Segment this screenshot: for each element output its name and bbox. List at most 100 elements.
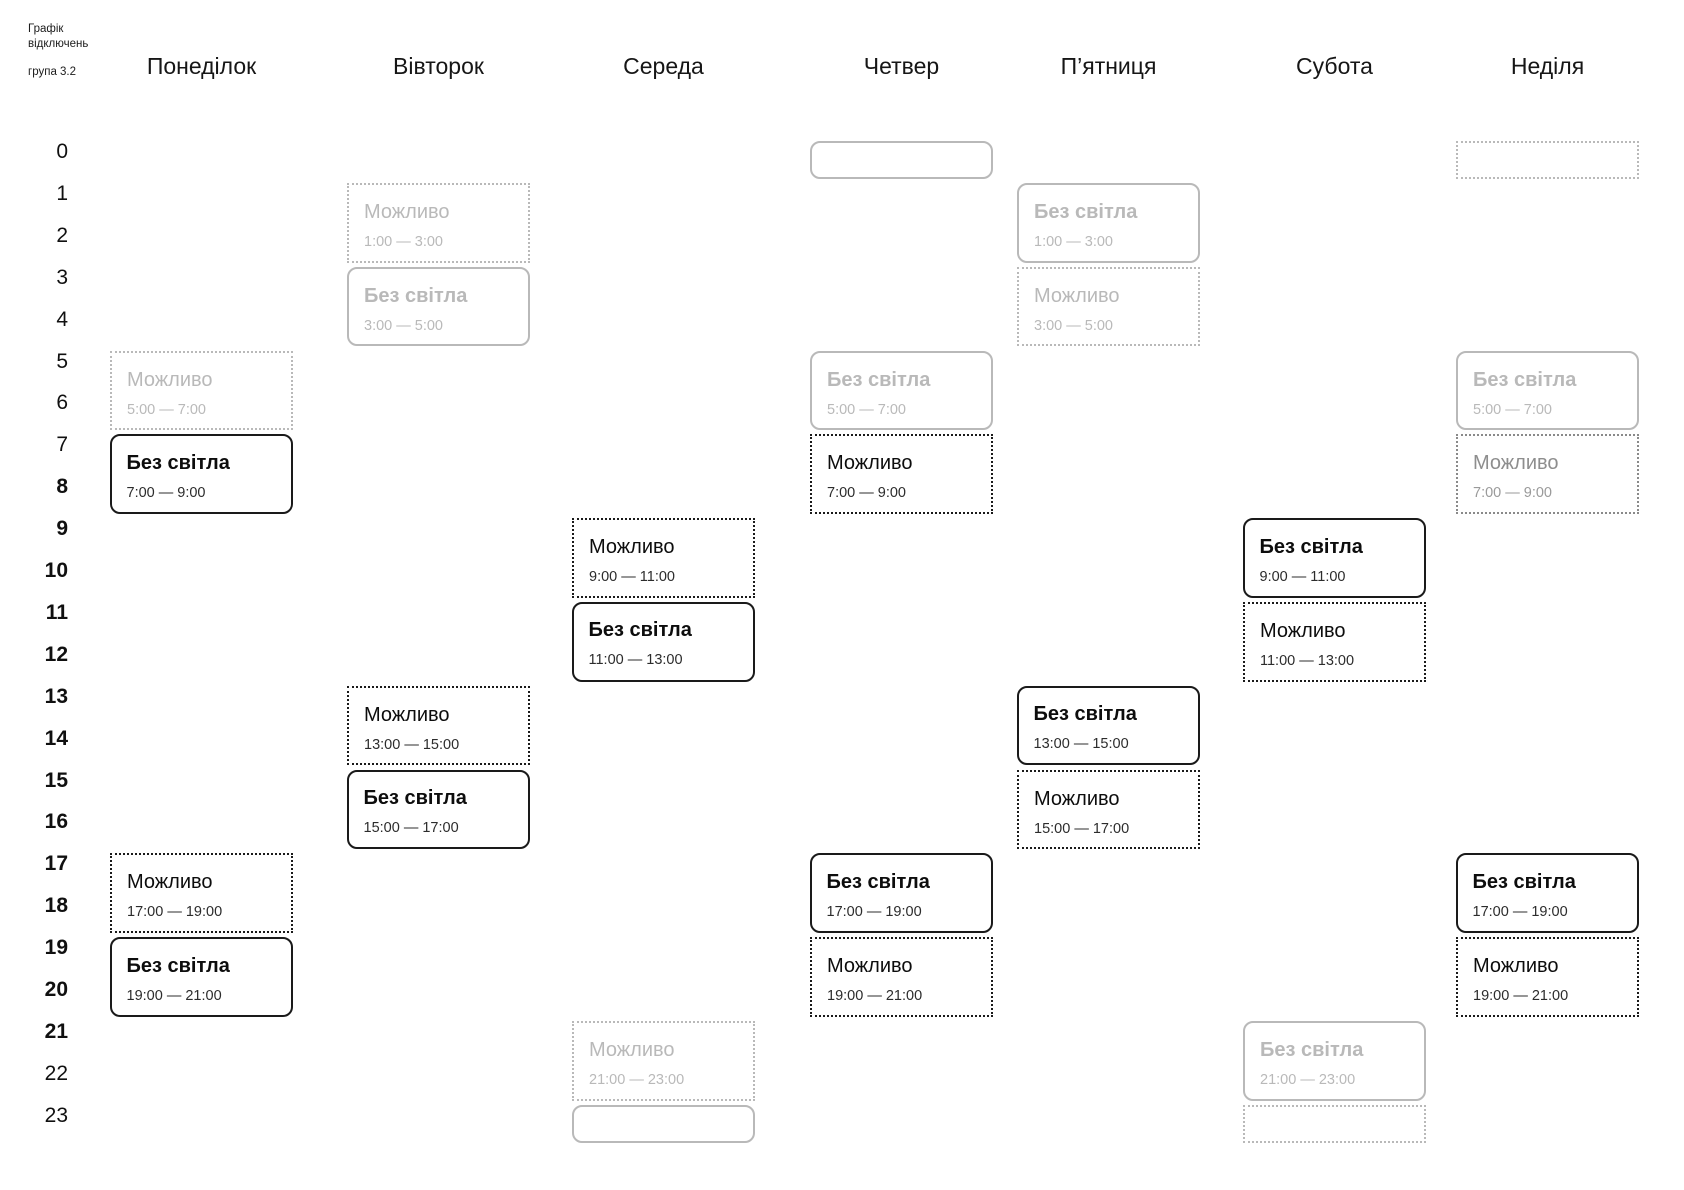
schedule-title-block: Графік відключень група 3.2: [28, 22, 108, 78]
day-header-1: Вівторок: [393, 53, 484, 79]
hour-label-9: 9: [56, 517, 68, 541]
event-label: Можливо: [827, 452, 913, 475]
schedule-title: Графік відключень: [28, 23, 89, 50]
event-label: Без світла: [1033, 703, 1137, 726]
outage-block: Без світла 9:00 — 11:00: [1243, 518, 1426, 598]
possible-block: Можливо 13:00 — 15:00: [347, 685, 530, 766]
event-label: Без світла: [1472, 870, 1576, 893]
event-time: 17:00 — 19:00: [826, 903, 922, 920]
event-time: 21:00 — 23:00: [1260, 1071, 1356, 1088]
event-label: Без світла: [126, 954, 230, 977]
event-label: Без світла: [826, 870, 930, 893]
hour-label-23: 23: [44, 1103, 68, 1127]
event-label: Можливо: [1260, 619, 1346, 642]
event-time: 17:00 — 19:00: [127, 904, 223, 921]
outage-block: Без світла 5:00 — 7:00: [1456, 350, 1639, 431]
event-time: 3:00 — 5:00: [1034, 317, 1113, 334]
event-time: 3:00 — 5:00: [364, 317, 443, 334]
hour-label-20: 20: [44, 978, 68, 1001]
outage-block: Без світла 13:00 — 15:00: [1017, 685, 1200, 766]
event-label: Без світла: [1259, 535, 1363, 558]
possible-block: Можливо 1:00 — 3:00: [347, 182, 530, 263]
event-time: 15:00 — 17:00: [363, 820, 459, 836]
hour-label-13: 13: [44, 684, 68, 708]
event-time: 5:00 — 7:00: [1473, 401, 1552, 418]
outage-block: Без світла 21:00 — 23:00: [1243, 1020, 1426, 1101]
hour-label-17: 17: [44, 852, 68, 876]
event-label: Без світла: [364, 284, 468, 307]
possible-block: Можливо 5:00 — 7:00: [110, 350, 293, 431]
outage-block: [572, 1104, 755, 1143]
day-header-2: Середа: [623, 53, 704, 79]
event-label: Без світла: [588, 619, 692, 642]
event-time: 5:00 — 7:00: [827, 401, 906, 418]
event-label: Без світла: [827, 368, 931, 391]
possible-block: Можливо 3:00 — 5:00: [1017, 266, 1200, 347]
event-label: Можливо: [589, 536, 675, 559]
group-label: група 3.2: [28, 66, 77, 78]
hour-label-11: 11: [45, 600, 68, 624]
hour-label-2: 2: [56, 223, 68, 247]
event-label: Без світла: [363, 787, 467, 809]
event-time: 7:00 — 9:00: [827, 485, 906, 502]
event-label: Можливо: [1034, 787, 1120, 810]
event-time: 19:00 — 21:00: [126, 987, 222, 1004]
event-label: Можливо: [127, 368, 213, 391]
hour-label-22: 22: [44, 1061, 68, 1085]
event-time: 11:00 — 13:00: [1260, 652, 1355, 669]
outage-block: Без світла 15:00 — 17:00: [347, 769, 530, 850]
outage-block: Без світла 19:00 — 21:00: [110, 937, 293, 1017]
outage-block: Без світла 17:00 — 19:00: [810, 853, 993, 934]
hour-label-0: 0: [56, 140, 68, 163]
event-label: Без світла: [1473, 368, 1577, 391]
outage-block: [810, 141, 993, 179]
event-label: Можливо: [127, 871, 213, 894]
event-time: 9:00 — 11:00: [1259, 568, 1346, 585]
hour-label-8: 8: [56, 475, 68, 499]
event-label: Можливо: [364, 200, 450, 223]
hour-label-19: 19: [44, 936, 68, 960]
event-time: 17:00 — 19:00: [1472, 903, 1568, 920]
outage-block: Без світла 3:00 — 5:00: [347, 266, 530, 347]
hour-label-3: 3: [56, 265, 68, 289]
day-header-5: Субота: [1296, 53, 1373, 79]
hour-label-14: 14: [44, 726, 68, 750]
day-header-6: Неділя: [1510, 53, 1585, 79]
event-time: 19:00 — 21:00: [1473, 988, 1569, 1005]
event-time: 5:00 — 7:00: [127, 401, 206, 418]
event-label: Можливо: [1034, 284, 1120, 307]
event-label: Можливо: [1473, 452, 1559, 475]
event-label: Без світла: [1260, 1038, 1364, 1061]
event-time: 1:00 — 3:00: [364, 233, 443, 250]
hour-label-7: 7: [56, 433, 68, 457]
outage-block: Без світла 5:00 — 7:00: [810, 350, 993, 431]
hour-label-18: 18: [44, 894, 68, 918]
hour-label-4: 4: [56, 307, 68, 331]
event-label: Можливо: [827, 955, 913, 978]
event-time: 7:00 — 9:00: [126, 484, 206, 501]
event-time: 13:00 — 15:00: [364, 736, 460, 753]
possible-block: [1243, 1104, 1426, 1143]
hour-label-10: 10: [44, 559, 68, 582]
event-time: 15:00 — 17:00: [1034, 820, 1130, 837]
event-time: 19:00 — 21:00: [827, 988, 923, 1005]
day-header-0: Понеділок: [146, 53, 257, 79]
hour-label-6: 6: [56, 391, 68, 415]
event-time: 1:00 — 3:00: [1034, 233, 1113, 250]
event-label: Можливо: [589, 1038, 675, 1061]
day-header-3: Четвер: [863, 53, 940, 79]
event-time: 13:00 — 15:00: [1033, 736, 1129, 753]
hour-label-1: 1: [56, 181, 68, 205]
event-time: 7:00 — 9:00: [1473, 485, 1552, 502]
possible-block: Можливо 7:00 — 9:00: [1456, 434, 1639, 515]
possible-block: Можливо 11:00 — 13:00: [1243, 601, 1426, 682]
hour-label-16: 16: [44, 810, 68, 834]
day-header-4: П’ятниця: [1060, 53, 1157, 79]
possible-block: [1456, 141, 1639, 179]
event-label: Можливо: [364, 703, 450, 726]
